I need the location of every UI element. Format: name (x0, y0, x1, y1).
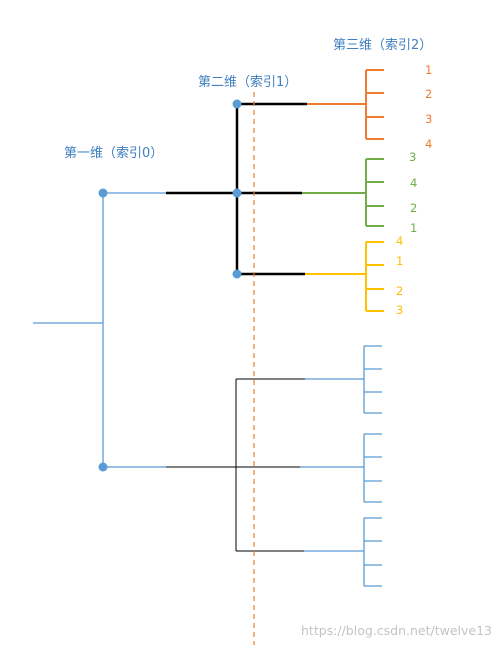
leaf-label: 1 (396, 254, 403, 268)
node-dim1-2 (232, 188, 242, 198)
node-dim1-1 (232, 99, 242, 109)
watermark-text: https://blog.csdn.net/twelve13 (301, 623, 492, 638)
leaf-label: 2 (396, 284, 403, 298)
leaf-label: 3 (396, 303, 403, 317)
node-dim0-lower (98, 462, 108, 472)
leaf-label: 2 (410, 201, 417, 215)
dim0-label: 第一维（索引0） (64, 146, 163, 161)
leaf-label: 3 (425, 112, 432, 126)
leaf-label: 4 (410, 176, 417, 190)
node-dim0-upper (98, 188, 108, 198)
dim1-label: 第二维（索引1） (198, 75, 297, 90)
leaf-label: 3 (409, 150, 416, 164)
leaf-label: 1 (410, 221, 417, 235)
node-dim1-3 (232, 269, 242, 279)
leaf-label: 1 (425, 63, 432, 77)
dim2-label: 第三维（索引2） (333, 38, 432, 53)
leaf-label: 2 (425, 87, 432, 101)
leaf-label: 4 (425, 137, 432, 151)
leaf-label: 4 (396, 234, 403, 248)
